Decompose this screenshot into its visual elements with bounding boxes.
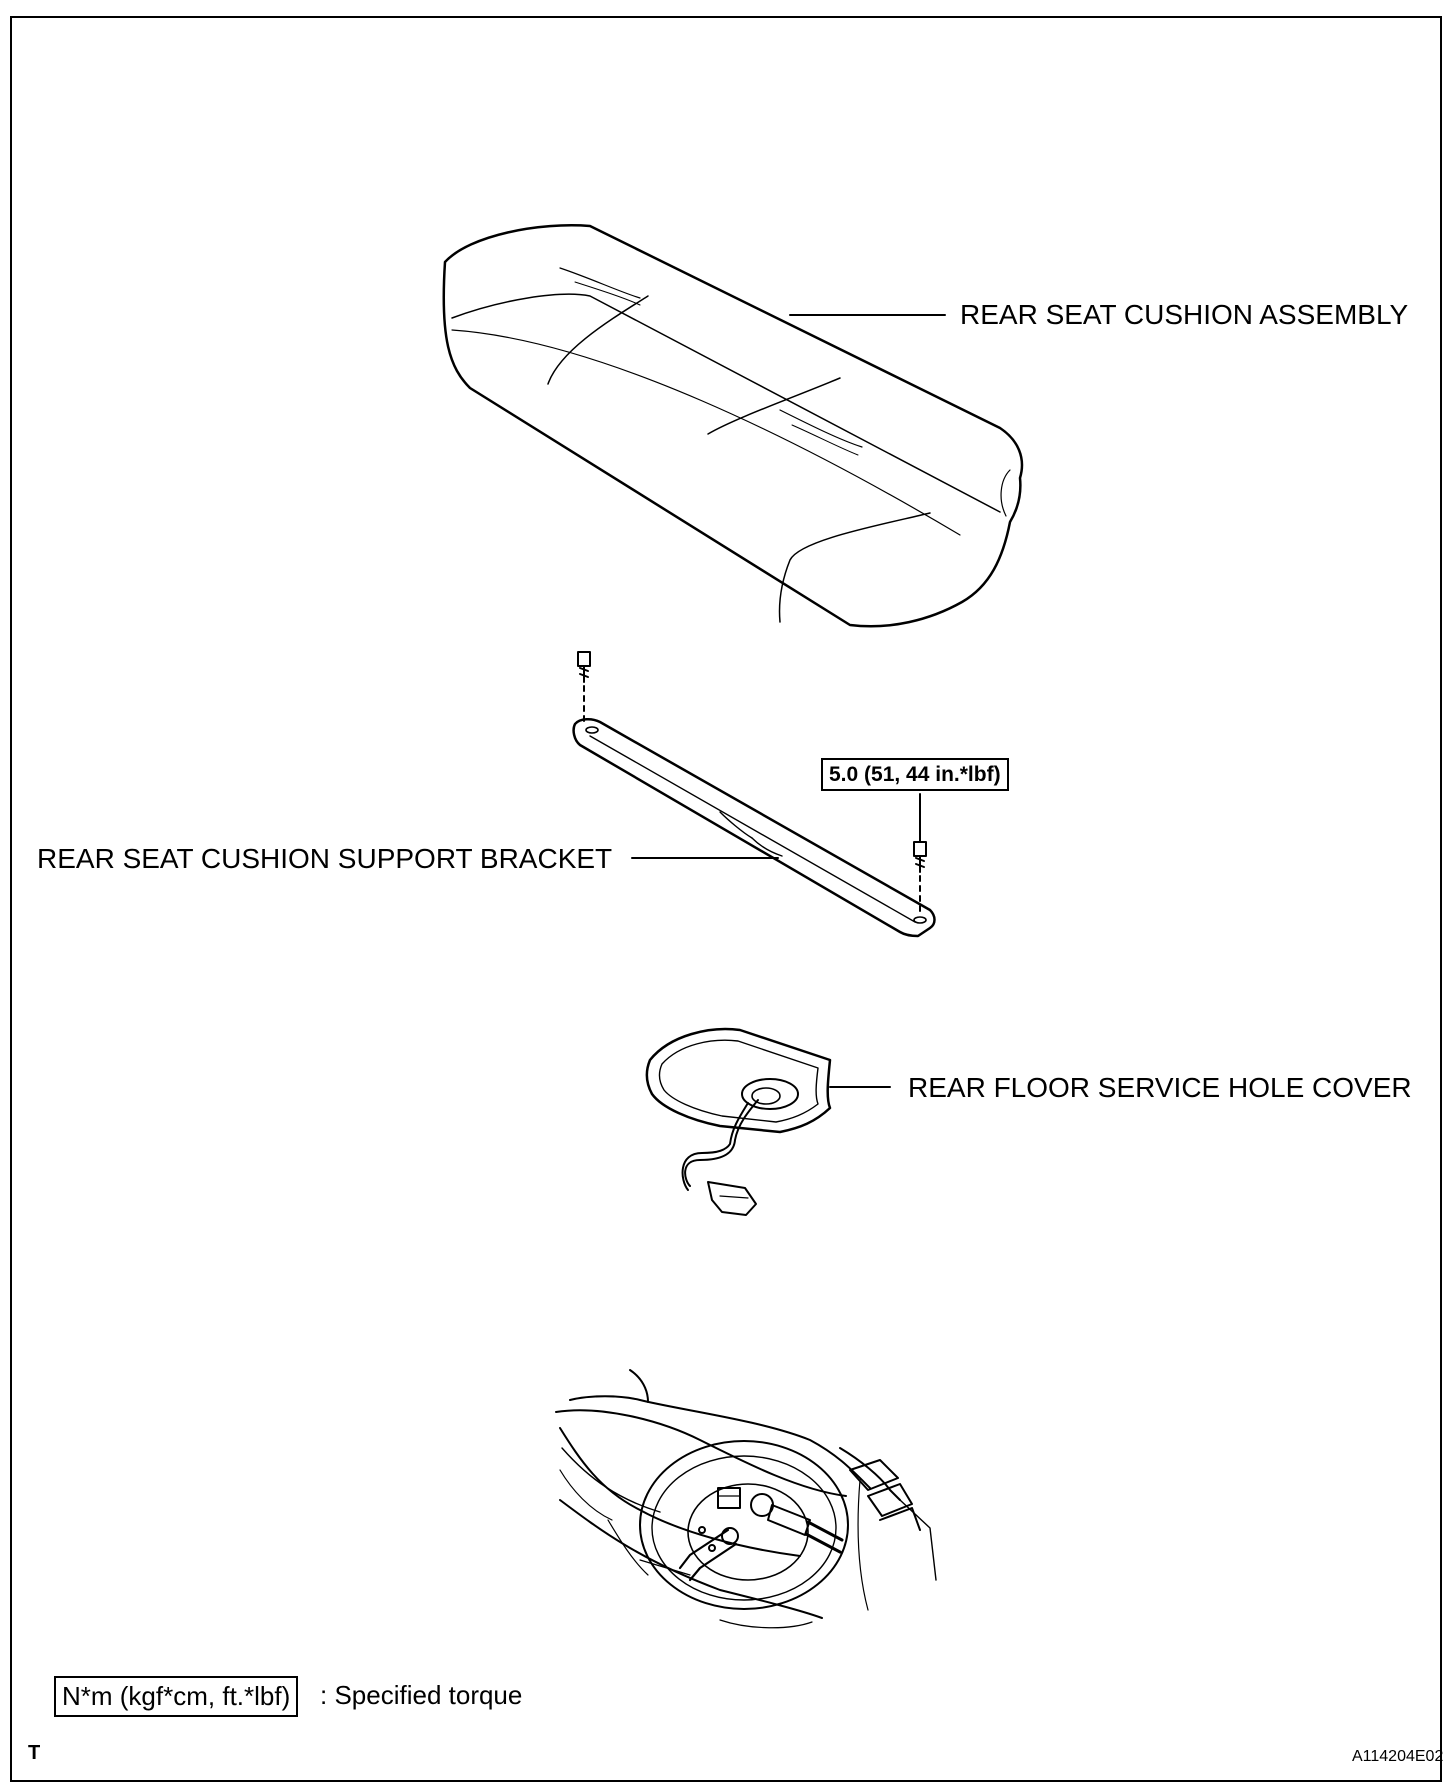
rear-floor-service-hole-cover-label: REAR FLOOR SERVICE HOLE COVER — [908, 1072, 1412, 1103]
rear-seat-cushion-assembly-label: REAR SEAT CUSHION ASSEMBLY — [960, 299, 1409, 330]
bracket-bolt-left — [577, 651, 591, 723]
rear-seat-cushion-drawing — [442, 224, 1024, 628]
legend-torque-description: : Specified torque — [320, 1680, 523, 1710]
torque-spec-box: 5.0 (51, 44 in.*lbf) — [821, 758, 1009, 792]
rear-seat-cushion-support-bracket-label: REAR SEAT CUSHION SUPPORT BRACKET — [37, 843, 613, 874]
figure-id: A114204E02 — [1352, 1748, 1444, 1765]
bracket-bolt-right — [913, 841, 927, 913]
vehicle-floor-drawing — [555, 1369, 937, 1629]
corner-letter: T — [28, 1742, 41, 1764]
diagram-frame — [10, 16, 1442, 1782]
legend-torque-unit-box: N*m (kgf*cm, ft.*lbf) — [54, 1676, 299, 1717]
service-hole-cover-drawing — [645, 1027, 832, 1216]
support-bracket-drawing — [572, 718, 936, 938]
